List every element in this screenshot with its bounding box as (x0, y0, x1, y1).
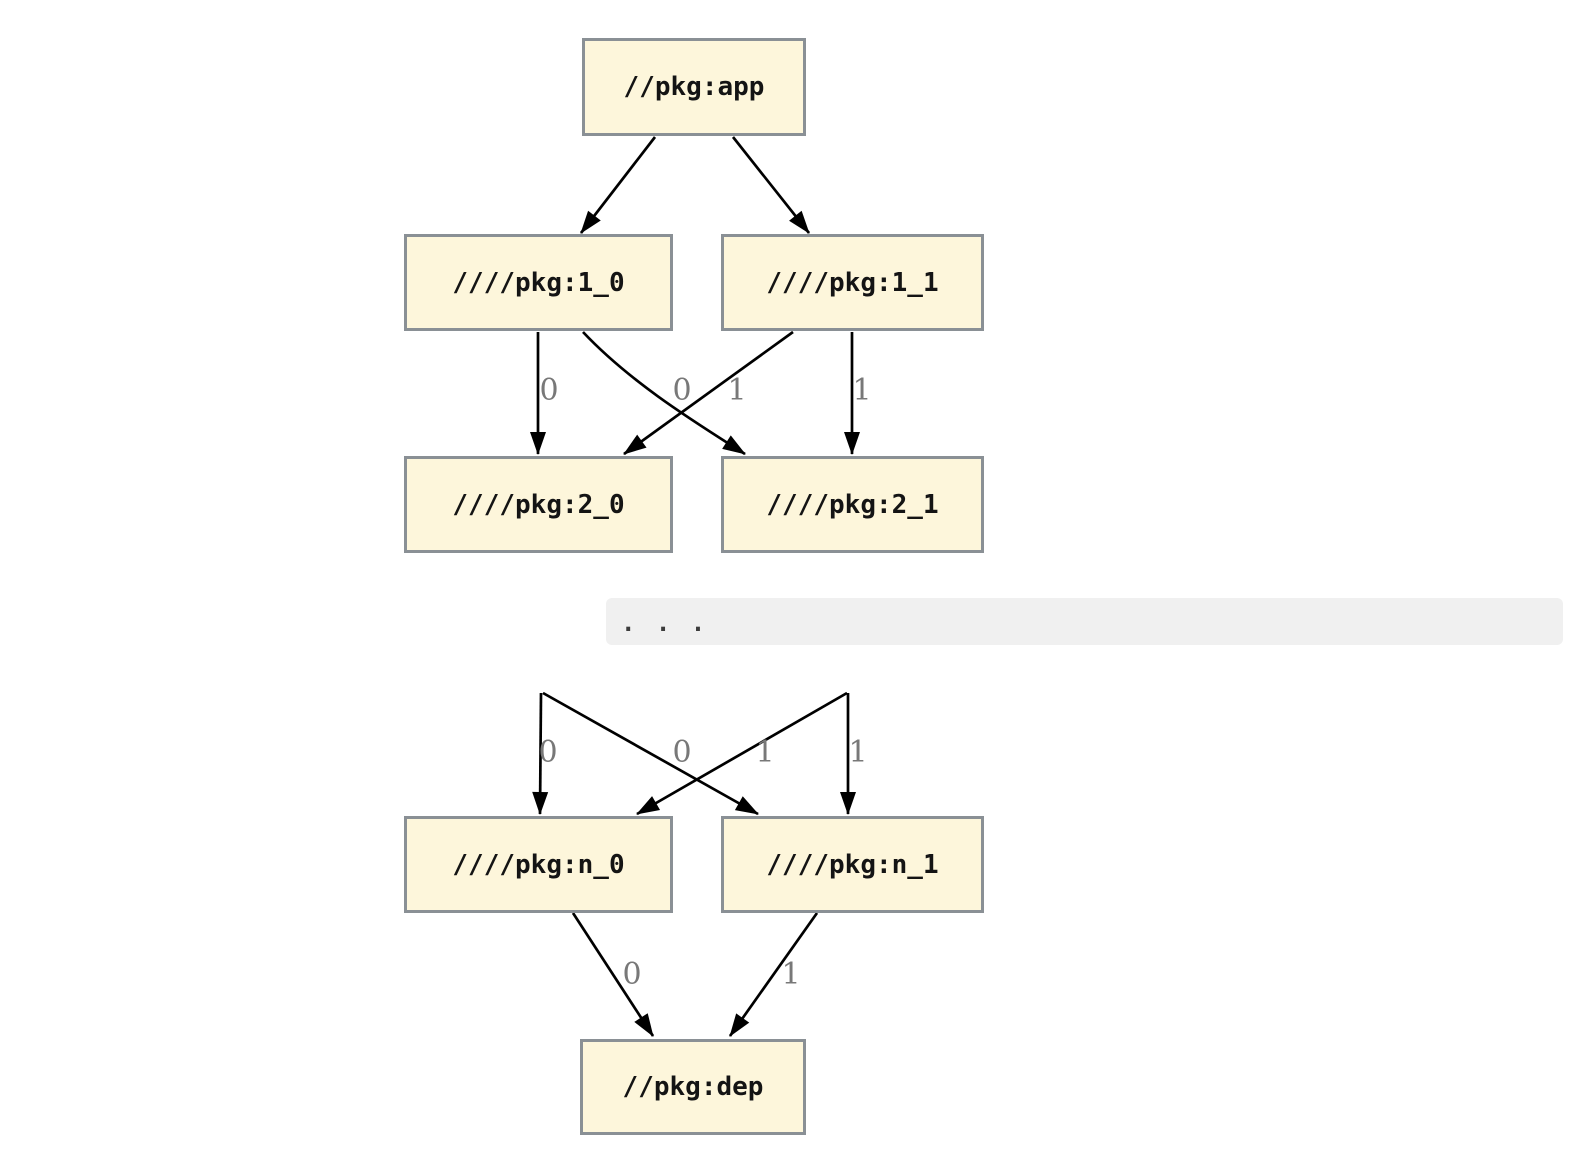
edge-label-prev1-n_0: 0 (672, 735, 692, 770)
node-pkg-app: //pkg:app (582, 38, 806, 136)
node-pkg-dep: //pkg:dep (580, 1039, 806, 1135)
edge-app-to-1_1 (731, 136, 811, 234)
edge-n_0-to-dep (571, 912, 655, 1037)
edge-label-1_1-2_0: 0 (672, 373, 692, 408)
node-pkg-1-1: ////pkg:1_1 (721, 234, 984, 331)
node-pkg-n-1: ////pkg:n_1 (721, 816, 984, 913)
edge-prev0-to-n_0 (532, 692, 549, 815)
edge-prev1-to-n_0 (636, 691, 848, 816)
ellipsis-text: . . . (621, 608, 709, 637)
edge-label-prev1-n_1: 1 (848, 735, 868, 770)
edge-n_1-to-dep (728, 912, 819, 1037)
edge-prev0-to-n_1 (542, 691, 759, 816)
node-pkg-1-0: ////pkg:1_0 (404, 234, 673, 331)
edge-label-n_1-dep: 1 (781, 957, 801, 992)
edge-1_1-to-2_0 (623, 330, 794, 456)
edge-label-1_0-2_0: 0 (539, 373, 559, 408)
edge-label-prev0-n_0: 0 (538, 735, 558, 770)
edge-app-to-1_0 (579, 136, 657, 234)
edge-label-n_0-dep: 0 (622, 957, 642, 992)
edge-label-1_0-2_1: 1 (727, 373, 747, 408)
ellipsis-code-bar: . . . (606, 598, 1563, 645)
node-pkg-2-0: ////pkg:2_0 (404, 456, 673, 553)
edge-label-prev0-n_1: 1 (755, 735, 775, 770)
edge-1_0-to-2_1 (582, 331, 746, 456)
node-pkg-2-1: ////pkg:2_1 (721, 456, 984, 553)
node-pkg-n-0: ////pkg:n_0 (404, 816, 673, 913)
edge-label-1_1-2_1: 1 (852, 373, 872, 408)
